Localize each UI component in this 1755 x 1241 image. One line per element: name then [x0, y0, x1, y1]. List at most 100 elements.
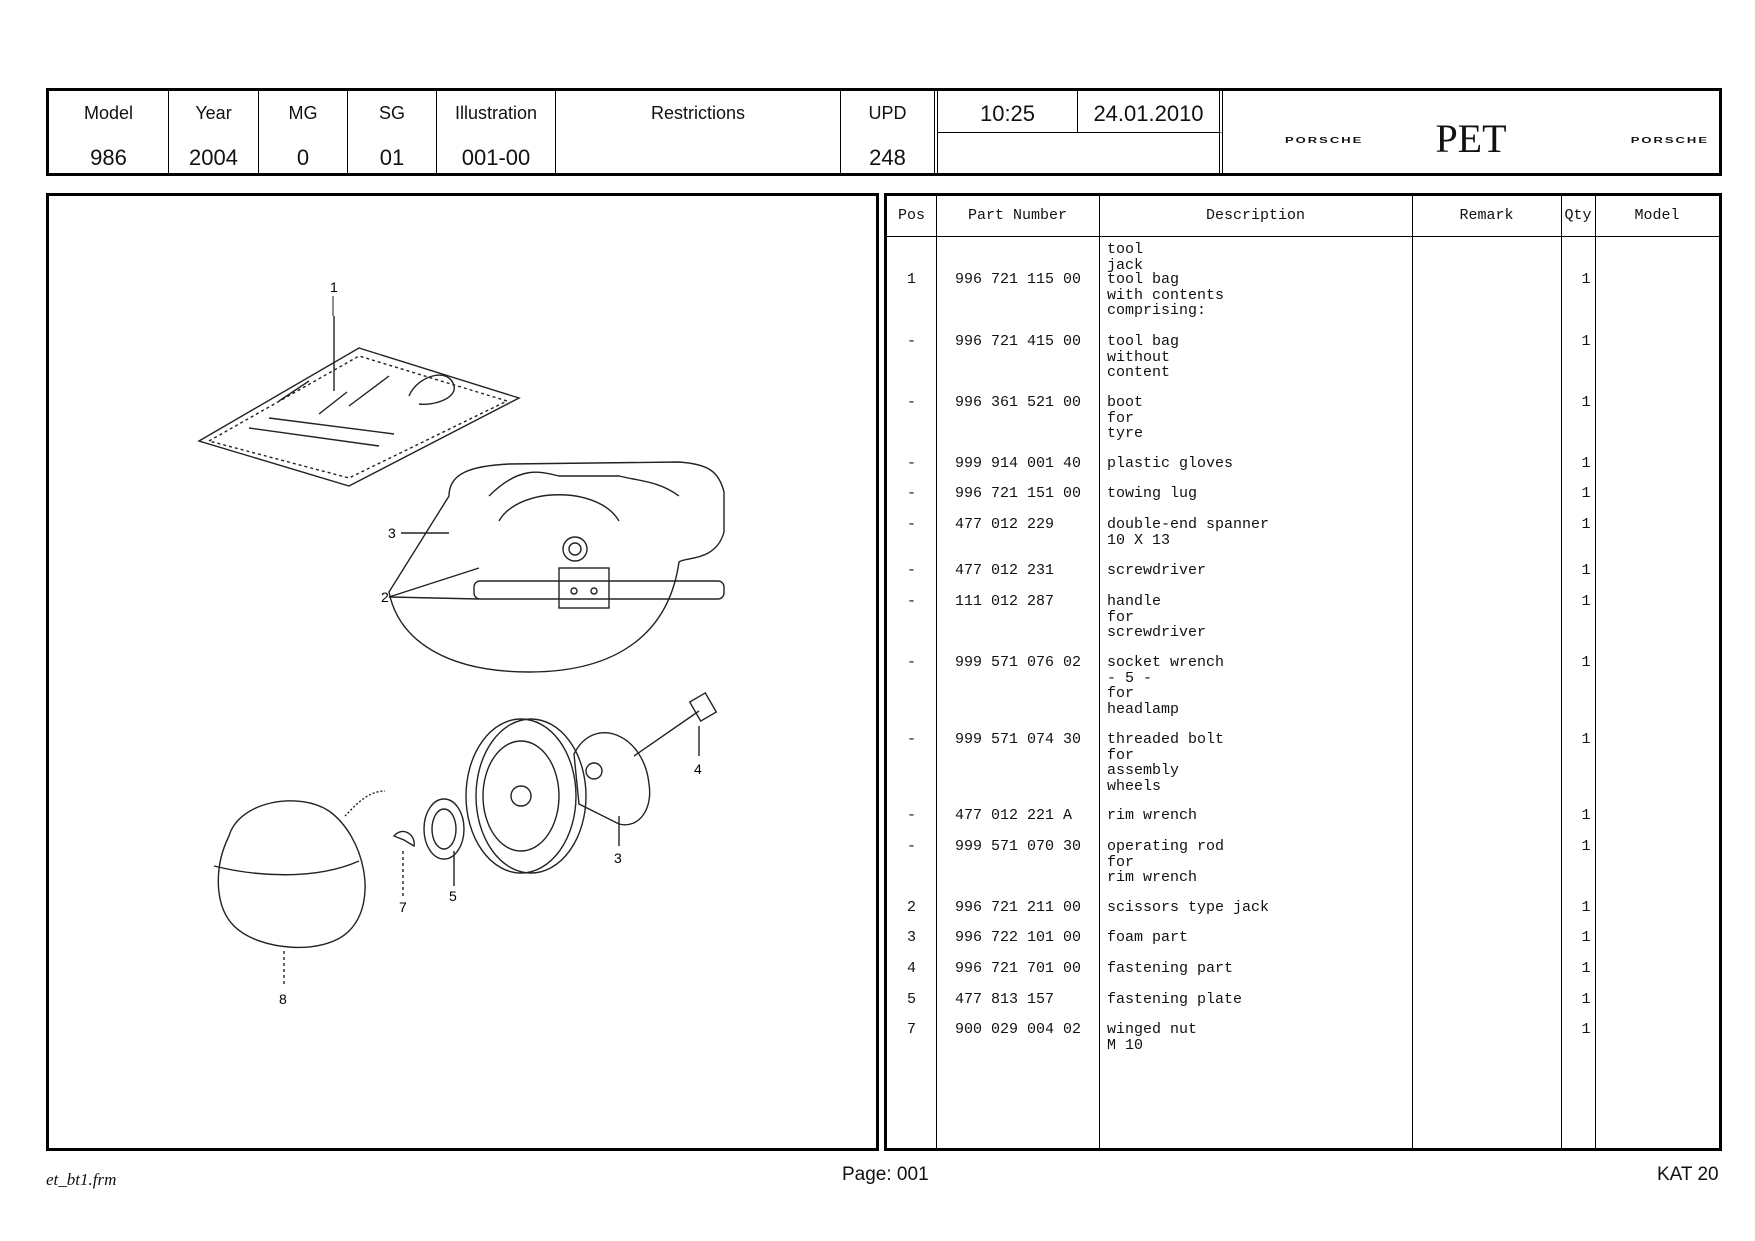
- illustration-value: 001-00: [461, 145, 531, 170]
- row-pos: 1: [906, 271, 916, 288]
- year-value: 2004: [189, 145, 238, 170]
- row-qty: 1: [1581, 929, 1591, 946]
- row-part-number: 999 571 070 30: [955, 838, 1082, 855]
- row-pos: -: [906, 731, 916, 748]
- row-qty: 1: [1581, 394, 1591, 411]
- callout-label: 3: [388, 525, 396, 541]
- brand-block: PORSCHE PET PORSCHE: [1223, 91, 1719, 173]
- mg-value: 0: [296, 145, 310, 170]
- row-description: winged nut M 10: [1107, 1021, 1198, 1054]
- illustration-label: Illustration: [454, 103, 538, 123]
- callout-label: 2: [381, 589, 389, 605]
- model-label: Model: [83, 103, 134, 123]
- blank-cell: [938, 133, 1223, 173]
- row-qty: 1: [1581, 960, 1591, 977]
- row-part-number: 996 722 101 00: [955, 929, 1082, 946]
- illustration-cell: Illustration 001-00: [437, 91, 556, 173]
- upd-value: 248: [869, 145, 906, 170]
- mg-label: MG: [288, 103, 318, 123]
- row-qty: 1: [1581, 654, 1591, 671]
- row-description: foam part: [1107, 929, 1189, 946]
- row-pos: 2: [906, 899, 916, 916]
- row-part-number: 477 012 221 A: [955, 807, 1073, 824]
- row-part-number: 900 029 004 02: [955, 1021, 1082, 1038]
- year-cell: Year 2004: [169, 91, 259, 173]
- row-qty: 1: [1581, 807, 1591, 824]
- restrictions-cell: Restrictions: [556, 91, 841, 173]
- model-cell: Model 986: [49, 91, 169, 173]
- header-divider: [887, 236, 1719, 237]
- column-header-part-number: Part Number: [967, 207, 1068, 224]
- row-qty: 1: [1581, 455, 1591, 472]
- date-cell: 24.01.2010: [1078, 91, 1223, 133]
- row-qty: 1: [1581, 562, 1591, 579]
- spare-wheel-drawing: [213, 692, 718, 986]
- row-description: fastening plate: [1107, 991, 1243, 1008]
- callout-label: 3: [614, 850, 622, 866]
- row-part-number: 996 721 701 00: [955, 960, 1082, 977]
- row-qty: 1: [1581, 731, 1591, 748]
- time-cell: 10:25: [938, 91, 1078, 133]
- row-pos: 5: [906, 991, 916, 1008]
- row-description: socket wrench - 5 - for headlamp: [1107, 654, 1225, 718]
- row-qty: 1: [1581, 1021, 1591, 1038]
- row-description: handle for screwdriver: [1107, 593, 1207, 641]
- column-header-pos: Pos: [897, 207, 925, 224]
- date-value: 24.01.2010: [1093, 101, 1204, 126]
- row-part-number: 996 721 115 00: [955, 271, 1082, 288]
- column-header-qty: Qty: [1564, 207, 1592, 224]
- row-qty: 1: [1581, 516, 1591, 533]
- row-part-number: 996 361 521 00: [955, 394, 1082, 411]
- row-description: boot for tyre: [1107, 394, 1144, 442]
- row-description: fastening part: [1107, 960, 1234, 977]
- restrictions-label: Restrictions: [650, 103, 746, 123]
- row-part-number: 999 914 001 40: [955, 455, 1082, 472]
- row-pos: -: [906, 485, 916, 502]
- row-description: tool jack: [1107, 241, 1144, 274]
- exploded-parts-drawing: 1 3 2 4 3 7 5 8: [197, 279, 725, 1007]
- row-description: plastic gloves: [1107, 455, 1234, 472]
- row-description: operating rod for rim wrench: [1107, 838, 1225, 886]
- row-pos: -: [906, 838, 916, 855]
- column-header-remark: Remark: [1459, 207, 1514, 224]
- row-part-number: 477 012 229: [955, 516, 1055, 533]
- row-part-number: 477 012 231: [955, 562, 1055, 579]
- row-qty: 1: [1581, 991, 1591, 1008]
- column-divider: [1595, 196, 1596, 1148]
- row-qty: 1: [1581, 271, 1591, 288]
- row-description: tool bag with contents comprising:: [1107, 271, 1225, 319]
- brand-logo-left: PORSCHE: [1285, 136, 1364, 145]
- row-description: double-end spanner 10 X 13: [1107, 516, 1270, 549]
- catalog-header: Model 986 Year 2004 MG 0 SG 01 Illustrat…: [46, 88, 1722, 176]
- row-qty: 1: [1581, 899, 1591, 916]
- year-label: Year: [195, 103, 232, 123]
- row-part-number: 996 721 151 00: [955, 485, 1082, 502]
- form-name: et_bt1.frm: [46, 1170, 117, 1189]
- row-pos: -: [906, 455, 916, 472]
- row-part-number: 996 721 415 00: [955, 333, 1082, 350]
- callout-label: 4: [694, 761, 702, 777]
- model-value: 986: [90, 145, 127, 170]
- column-divider: [1099, 196, 1100, 1148]
- catalog-id: KAT 20: [1657, 1164, 1719, 1185]
- row-part-number: 999 571 074 30: [955, 731, 1082, 748]
- row-pos: 3: [906, 929, 916, 946]
- illustration-panel: 1 3 2 4 3 7 5 8: [46, 193, 879, 1151]
- row-part-number: 111 012 287: [955, 593, 1055, 610]
- row-part-number: 999 571 076 02: [955, 654, 1082, 671]
- column-divider: [936, 196, 937, 1148]
- column-header-description: Description: [1205, 207, 1306, 224]
- callout-label: 5: [449, 888, 457, 904]
- sg-label: SG: [378, 103, 405, 123]
- app-name: PET: [1435, 116, 1507, 161]
- row-description: scissors type jack: [1107, 899, 1270, 916]
- callout-label: 8: [279, 991, 287, 1007]
- column-divider: [1561, 196, 1562, 1148]
- column-header-model: Model: [1634, 207, 1680, 224]
- row-pos: -: [906, 654, 916, 671]
- mg-cell: MG 0: [259, 91, 348, 173]
- row-description: rim wrench: [1107, 807, 1198, 824]
- row-pos: 7: [906, 1021, 916, 1038]
- foam-jack-drawing: [388, 461, 725, 673]
- row-part-number: 477 813 157: [955, 991, 1055, 1008]
